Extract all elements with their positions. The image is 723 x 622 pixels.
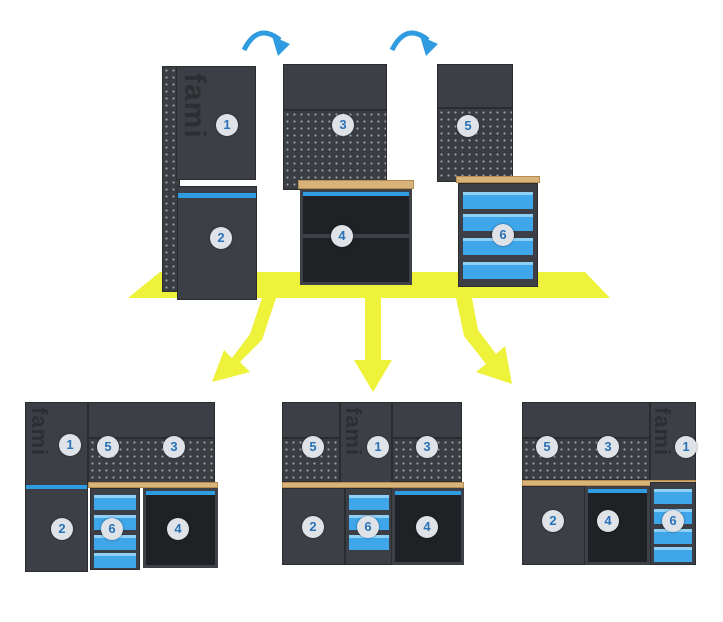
badge-2: 2	[302, 516, 324, 538]
worktop	[298, 180, 414, 189]
badge-5: 5	[536, 436, 558, 458]
badge-3: 3	[416, 436, 438, 458]
badge-2: 2	[542, 510, 564, 532]
configuration-1: fami 1 5 3 2 6 4	[25, 402, 218, 572]
badge-6: 6	[662, 510, 684, 532]
badge-2: 2	[51, 518, 73, 540]
badge-3: 3	[597, 436, 619, 458]
badge-6: 6	[357, 516, 379, 538]
fami-logo: fami	[650, 407, 675, 457]
badge-4: 4	[416, 516, 438, 538]
badge-4: 4	[597, 510, 619, 532]
side-pegboard	[162, 66, 180, 292]
badge-6: 6	[492, 224, 514, 246]
fami-logo: fami	[27, 407, 52, 457]
module-4-workbench	[300, 189, 412, 285]
module-3-wall-cabinet	[283, 64, 387, 110]
badge-4: 4	[331, 225, 353, 247]
badge-6: 6	[101, 518, 123, 540]
worktop	[456, 176, 540, 183]
arrow-right	[456, 298, 512, 384]
badge-3: 3	[332, 114, 354, 136]
badge-1: 1	[675, 436, 697, 458]
module-5-wall-cabinet	[437, 64, 513, 108]
badge-1: 1	[59, 434, 81, 456]
badge-5: 5	[457, 115, 479, 137]
blue-swap-arrows	[241, 30, 430, 52]
configuration-2: fami 5 1 3 2 6 4	[282, 402, 464, 567]
badge-4: 4	[167, 518, 189, 540]
badge-1: 1	[367, 436, 389, 458]
fami-logo: fami	[178, 73, 211, 139]
badge-2: 2	[210, 227, 232, 249]
badge-3: 3	[163, 436, 185, 458]
badge-5: 5	[302, 436, 324, 458]
configuration-3: fami 5 3 1 2 4 6	[522, 402, 698, 567]
arrow-center	[354, 298, 392, 392]
arrow-left	[212, 298, 276, 382]
badge-5: 5	[97, 436, 119, 458]
fami-logo: fami	[341, 407, 366, 457]
badge-1: 1	[216, 114, 238, 136]
yellow-arrows	[212, 298, 512, 392]
